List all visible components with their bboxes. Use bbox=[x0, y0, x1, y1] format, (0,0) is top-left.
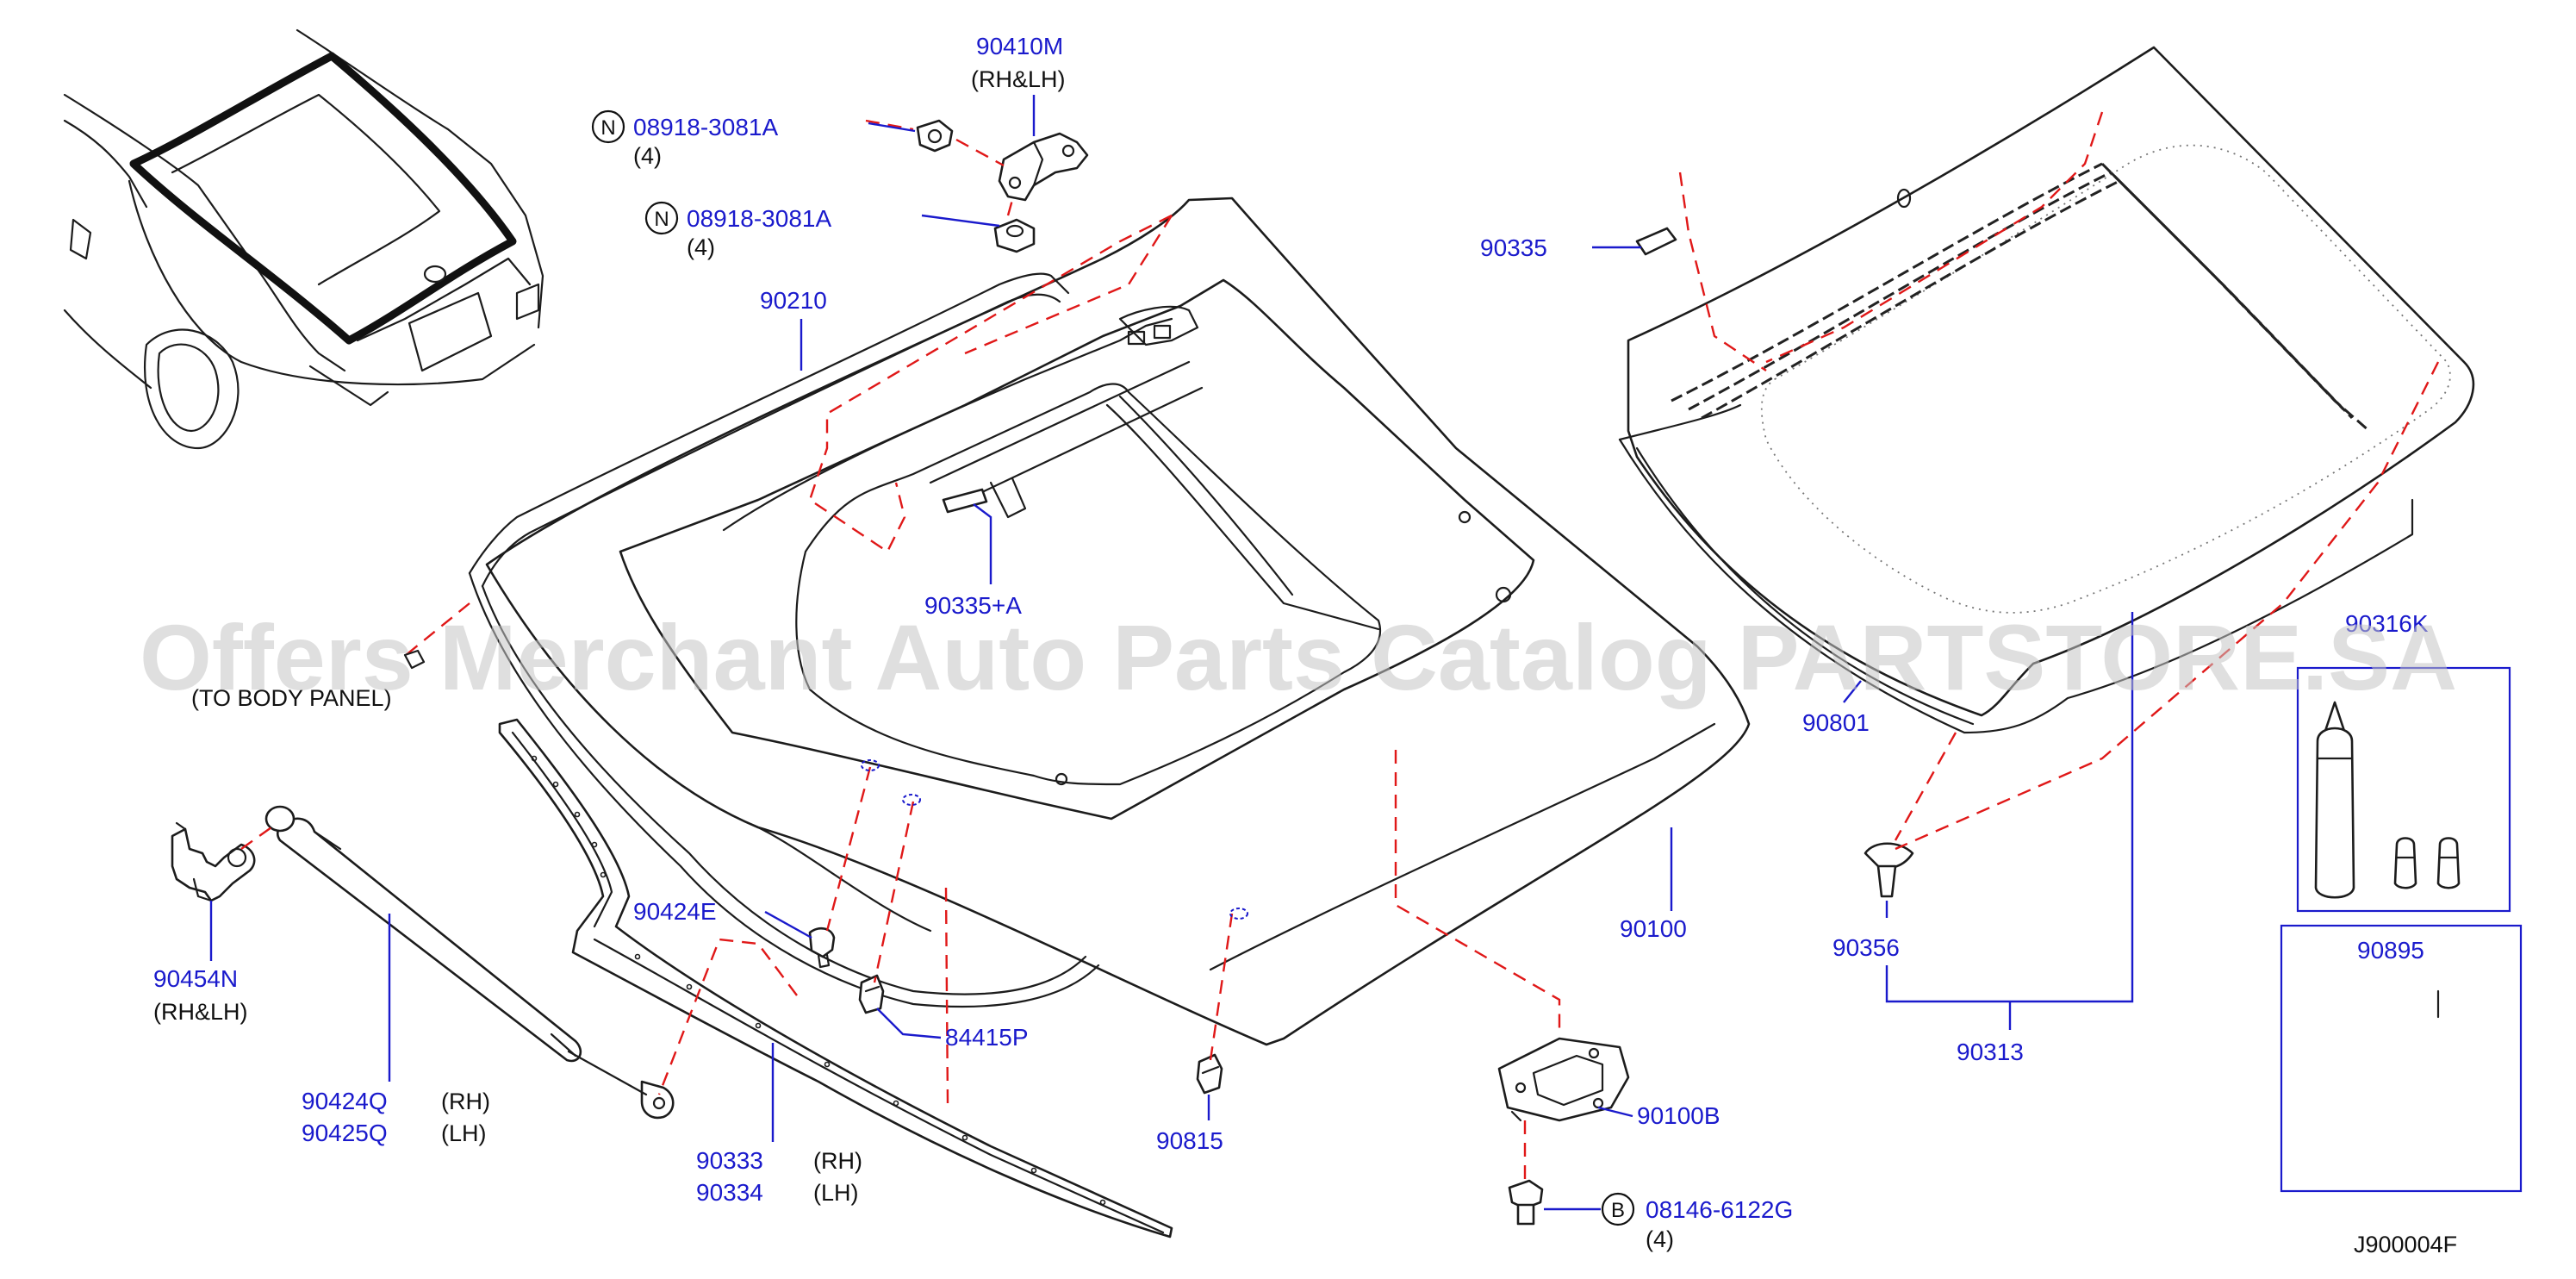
callout-90424q-90425q[interactable]: 90424Q (RH) 90425Q (LH) bbox=[302, 914, 490, 1146]
sealer-coil-90895 bbox=[2320, 984, 2543, 1187]
part-number-90100[interactable]: 90100 bbox=[1620, 915, 1687, 942]
part-number-90425q[interactable]: 90425Q bbox=[302, 1120, 388, 1146]
badge-b-label: B bbox=[1611, 1199, 1625, 1222]
side-finisher-90333 bbox=[498, 718, 1173, 1238]
note-90454n: (RH&LH) bbox=[153, 999, 248, 1025]
label-90335a bbox=[942, 488, 988, 514]
note-rh-90424q: (RH) bbox=[441, 1089, 490, 1114]
callout-84415p[interactable]: 84415P bbox=[876, 1008, 1029, 1051]
back-door-glass-90801 bbox=[1618, 46, 2475, 734]
kit-box-90316k bbox=[2296, 666, 2511, 913]
clip-90815 bbox=[1196, 1053, 1223, 1095]
stay-damper-90424q bbox=[264, 805, 675, 1120]
bolt-08146 bbox=[1508, 1179, 1544, 1226]
part-number-90801[interactable]: 90801 bbox=[1802, 709, 1870, 736]
part-number-90334[interactable]: 90334 bbox=[696, 1179, 763, 1206]
hinge-90410m bbox=[998, 132, 1089, 202]
part-number-08918-3081a-lower[interactable]: 08918-3081A bbox=[687, 205, 831, 232]
kit-box-90895 bbox=[2280, 924, 2523, 1193]
callout-90100[interactable]: 90100 bbox=[1620, 827, 1687, 942]
part-number-90335a[interactable]: 90335+A bbox=[924, 592, 1022, 619]
part-number-08146-6122g[interactable]: 08146-6122G bbox=[1646, 1196, 1793, 1223]
badge-n-icon bbox=[644, 201, 679, 235]
callout-90895[interactable]: 90895 bbox=[2280, 924, 2523, 1193]
callout-08146-6122g[interactable]: B 08146-6122G (4) bbox=[1544, 1192, 1793, 1252]
sealant-nozzle-2 bbox=[2436, 837, 2461, 889]
note-lh-90334: (LH) bbox=[813, 1180, 859, 1206]
part-number-90424e[interactable]: 90424E bbox=[633, 898, 717, 925]
ball-stud-90454n bbox=[171, 821, 256, 902]
callout-90356[interactable]: 90356 bbox=[1832, 901, 1900, 961]
callout-90801[interactable]: 90801 bbox=[1802, 680, 1870, 736]
qty-08918-3081a-lower: (4) bbox=[687, 234, 715, 260]
callout-90424e[interactable]: 90424E bbox=[633, 898, 812, 939]
sealant-tube-90316k bbox=[2314, 701, 2355, 899]
callout-08918-3081a-lower[interactable]: N 08918-3081A (4) bbox=[644, 201, 1000, 260]
callout-90335[interactable]: 90335 bbox=[1480, 234, 1641, 261]
callout-90410m[interactable]: 90410M (RH&LH) bbox=[971, 33, 1066, 136]
badge-b-icon bbox=[1601, 1192, 1635, 1226]
part-number-84415p[interactable]: 84415P bbox=[945, 1024, 1029, 1051]
part-number-90454n[interactable]: 90454N bbox=[153, 965, 238, 992]
part-number-90335[interactable]: 90335 bbox=[1480, 234, 1547, 261]
badge-n-label: N bbox=[600, 116, 615, 140]
car-rear-view-illustration bbox=[63, 28, 544, 450]
clip-90356 bbox=[1864, 842, 1914, 898]
part-number-90100b[interactable]: 90100B bbox=[1637, 1102, 1720, 1129]
badge-n-icon bbox=[591, 109, 625, 144]
badge-n-label: N bbox=[654, 208, 669, 231]
part-number-90895[interactable]: 90895 bbox=[2357, 937, 2424, 964]
part-number-90424q[interactable]: 90424Q bbox=[302, 1088, 388, 1114]
part-number-90815[interactable]: 90815 bbox=[1156, 1127, 1223, 1154]
callout-90454n[interactable]: 90454N (RH&LH) bbox=[153, 901, 248, 1025]
part-number-90333[interactable]: 90333 bbox=[696, 1147, 763, 1174]
callout-90100b[interactable]: 90100B bbox=[1597, 1102, 1720, 1129]
nut-08918-upper bbox=[916, 119, 954, 153]
clip-84415p bbox=[858, 974, 885, 1014]
weatherstrip-90210 bbox=[468, 272, 1100, 1008]
callout-90210[interactable]: 90210 bbox=[760, 287, 827, 371]
callout-90815[interactable]: 90815 bbox=[1156, 1095, 1223, 1154]
lock-striker-90100b bbox=[1497, 1037, 1630, 1122]
part-number-08918-3081a-upper[interactable]: 08918-3081A bbox=[633, 114, 778, 140]
body-panel-note: (TO BODY PANEL) bbox=[191, 685, 392, 711]
clip-90424e bbox=[808, 926, 836, 969]
qty-08146-6122g: (4) bbox=[1646, 1226, 1674, 1252]
diagram-code: J900004F bbox=[2354, 1232, 2457, 1257]
part-number-90316k[interactable]: 90316K bbox=[2345, 610, 2429, 637]
nut-08918-lower bbox=[993, 218, 1036, 253]
sealant-nozzle-1 bbox=[2393, 837, 2417, 889]
part-number-90356[interactable]: 90356 bbox=[1832, 934, 1900, 961]
part-number-90410m[interactable]: 90410M bbox=[976, 33, 1063, 59]
back-door-panel bbox=[485, 197, 1751, 1046]
callout-90316k[interactable]: 90316K bbox=[2296, 610, 2511, 913]
label-90335 bbox=[1635, 227, 1677, 256]
part-number-90210[interactable]: 90210 bbox=[760, 287, 827, 314]
callout-90313[interactable]: 90313 bbox=[1885, 612, 2134, 1065]
callout-08918-3081a-upper[interactable]: N 08918-3081A (4) bbox=[591, 109, 916, 169]
assembly-leader-lines bbox=[240, 111, 2440, 1185]
part-number-90313[interactable]: 90313 bbox=[1957, 1039, 2024, 1065]
callout-90333-90334[interactable]: 90333 (RH) 90334 (LH) bbox=[696, 1043, 862, 1206]
note-lh-90425q: (LH) bbox=[441, 1120, 487, 1146]
callout-90335a[interactable]: 90335+A bbox=[924, 503, 1022, 619]
note-rh-90333: (RH) bbox=[813, 1148, 862, 1174]
watermark-text: Offers Merchant Auto Parts Catalog PARTS… bbox=[140, 605, 2457, 709]
note-to-body-panel: (TO BODY PANEL) bbox=[191, 685, 392, 711]
dam-rubber-strips bbox=[1671, 162, 2370, 433]
note-90410m: (RH&LH) bbox=[971, 66, 1066, 92]
qty-08918-3081a-upper: (4) bbox=[633, 143, 662, 169]
